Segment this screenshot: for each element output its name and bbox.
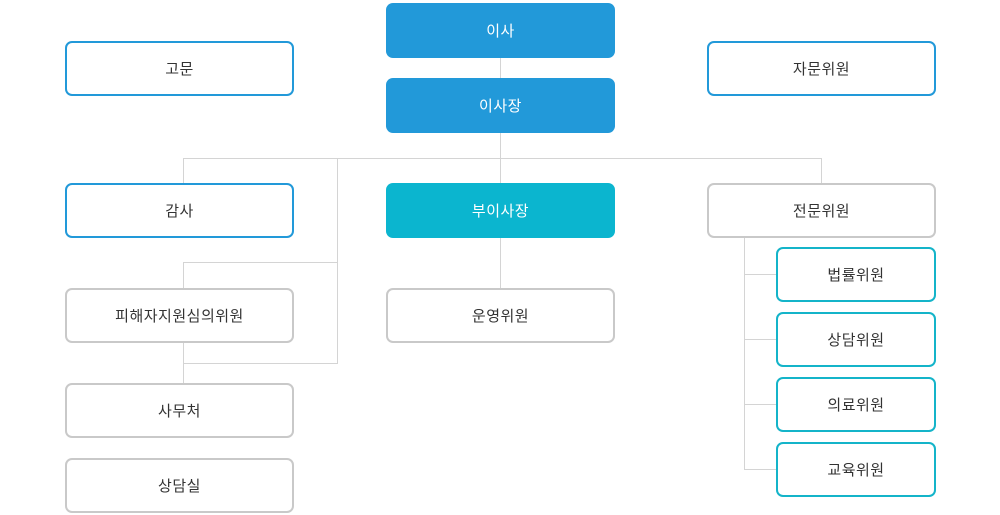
victim-support-committee-node: 피해자지원심의위원 <box>65 288 294 343</box>
victim-support-committee-label: 피해자지원심의위원 <box>115 307 244 325</box>
secretariat-label: 사무처 <box>158 402 201 420</box>
medical-committee-label: 의료위원 <box>827 396 885 414</box>
auditor-label: 감사 <box>165 202 194 220</box>
legal-committee-node: 법률위원 <box>776 247 936 302</box>
vice-chairman-label: 부이사장 <box>471 202 530 220</box>
board-label: 이사 <box>486 22 515 40</box>
chairman-node: 이사장 <box>386 78 615 133</box>
medical-committee-node: 의료위원 <box>776 377 936 432</box>
education-committee-node: 교육위원 <box>776 442 936 497</box>
steering-committee-node: 운영위원 <box>386 288 615 343</box>
legal-committee-label: 법률위원 <box>827 266 885 284</box>
advisor-node: 고문 <box>65 41 294 96</box>
expert-committee-label: 전문위원 <box>792 202 851 220</box>
auditor-node: 감사 <box>65 183 294 238</box>
chairman-label: 이사장 <box>479 97 522 115</box>
consulting-committee-label: 자문위원 <box>792 60 851 78</box>
counseling-office-label: 상담실 <box>158 477 201 495</box>
counseling-office-node: 상담실 <box>65 458 294 513</box>
counseling-committee-label: 상담위원 <box>827 331 885 349</box>
secretariat-node: 사무처 <box>65 383 294 438</box>
counseling-committee-node: 상담위원 <box>776 312 936 367</box>
board-node: 이사 <box>386 3 615 58</box>
steering-committee-label: 운영위원 <box>471 307 530 325</box>
expert-committee-node: 전문위원 <box>707 183 936 238</box>
advisor-label: 고문 <box>165 60 194 78</box>
vice-chairman-node: 부이사장 <box>386 183 615 238</box>
consulting-committee-node: 자문위원 <box>707 41 936 96</box>
education-committee-label: 교육위원 <box>827 461 885 479</box>
